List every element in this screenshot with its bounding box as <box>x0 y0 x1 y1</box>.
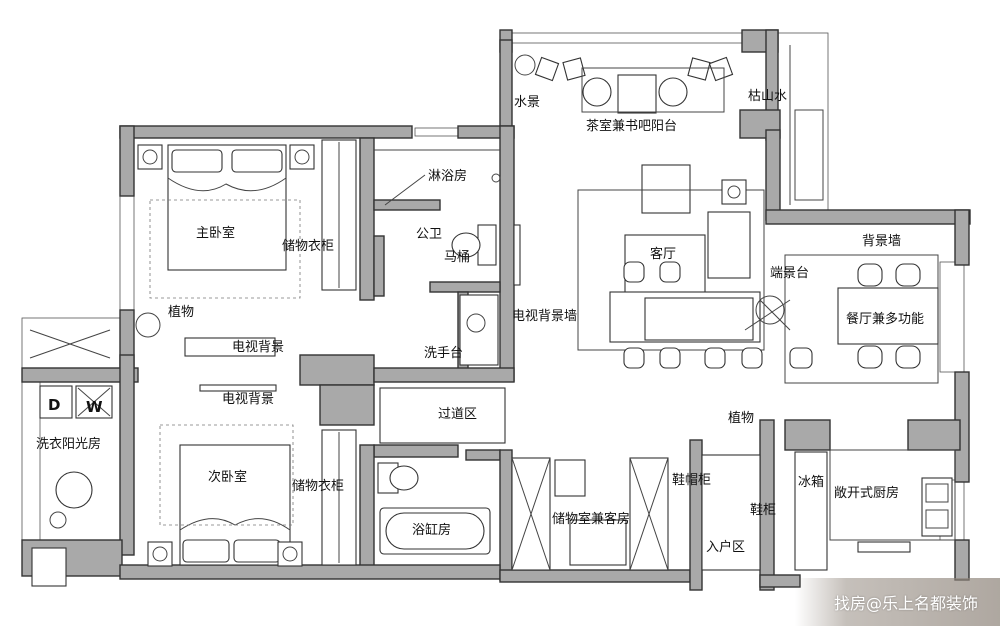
corridor-box <box>379 387 506 444</box>
label-washbasin: 洗手台 <box>424 346 463 361</box>
label-living-room: 客厅 <box>650 246 676 262</box>
label-open-kitchen: 敞开式厨房 <box>834 485 899 501</box>
entry-cabinets <box>701 454 761 571</box>
laundry-appliances <box>31 385 113 587</box>
label-wardrobe-master: 储物衣柜 <box>282 238 334 254</box>
label-washer-d: D <box>48 396 60 414</box>
label-storage-guest: 储物室兼客房 <box>552 511 630 527</box>
bathtub <box>377 462 491 555</box>
walls <box>21 29 971 591</box>
label-corridor: 过道区 <box>438 407 477 422</box>
watermark-text: 找房@乐上名都装饰 <box>833 594 978 613</box>
master-wardrobe <box>321 139 357 291</box>
label-plants-hall: 植物 <box>728 411 754 426</box>
tea-set <box>534 56 734 114</box>
kitchen <box>794 449 956 571</box>
label-wardrobe-second: 储物衣柜 <box>292 478 344 494</box>
label-master-bedroom: 主卧室 <box>196 225 235 241</box>
label-tv-wall-living: 电视背景墙 <box>512 309 577 324</box>
tv-wall-panel <box>513 224 521 286</box>
dining-table <box>784 254 939 384</box>
label-shoe-cabinet-2: 鞋柜 <box>750 502 776 518</box>
label-shower-room: 淋浴房 <box>428 168 467 184</box>
label-washer-w: W <box>86 398 103 416</box>
label-dry-landscape: 枯山水 <box>748 89 787 104</box>
tv-cabinet-second <box>199 384 277 392</box>
second-bed <box>147 424 303 567</box>
second-wardrobe <box>321 429 357 566</box>
label-plants-master: 植物 <box>168 305 194 320</box>
master-bed <box>137 144 315 299</box>
label-public-bath: 公卫 <box>416 227 442 242</box>
label-entry: 入户区 <box>706 539 745 555</box>
label-fridge: 冰箱 <box>798 474 824 490</box>
label-water-feature: 水景 <box>514 95 540 110</box>
label-toilet: 马桶 <box>444 250 470 265</box>
label-bathtub-room: 浴缸房 <box>412 522 451 538</box>
label-tv-back-master: 电视背景 <box>232 340 284 355</box>
wash-basin <box>459 294 499 366</box>
label-tv-back-second: 电视背景 <box>222 392 274 407</box>
label-dining-multi: 餐厅兼多功能 <box>846 311 924 327</box>
label-shoe-cabinet-1: 鞋帽柜 <box>672 472 711 488</box>
shower <box>374 149 501 206</box>
living-furniture <box>577 164 765 369</box>
tv-cabinet-master <box>184 337 276 357</box>
label-feature-wall: 背景墙 <box>862 234 901 249</box>
label-tea-balcony: 茶室兼书吧阳台 <box>586 118 677 134</box>
label-laundry-sunroom: 洗衣阳光房 <box>36 436 101 452</box>
label-scenic-platform: 端景台 <box>770 266 809 281</box>
label-second-bedroom: 次卧室 <box>208 469 247 485</box>
plant-icons <box>135 54 791 338</box>
toilet-public <box>451 224 497 266</box>
storage-shelves <box>511 457 669 571</box>
watermark: 找房@乐上名都装饰 <box>795 578 1000 626</box>
